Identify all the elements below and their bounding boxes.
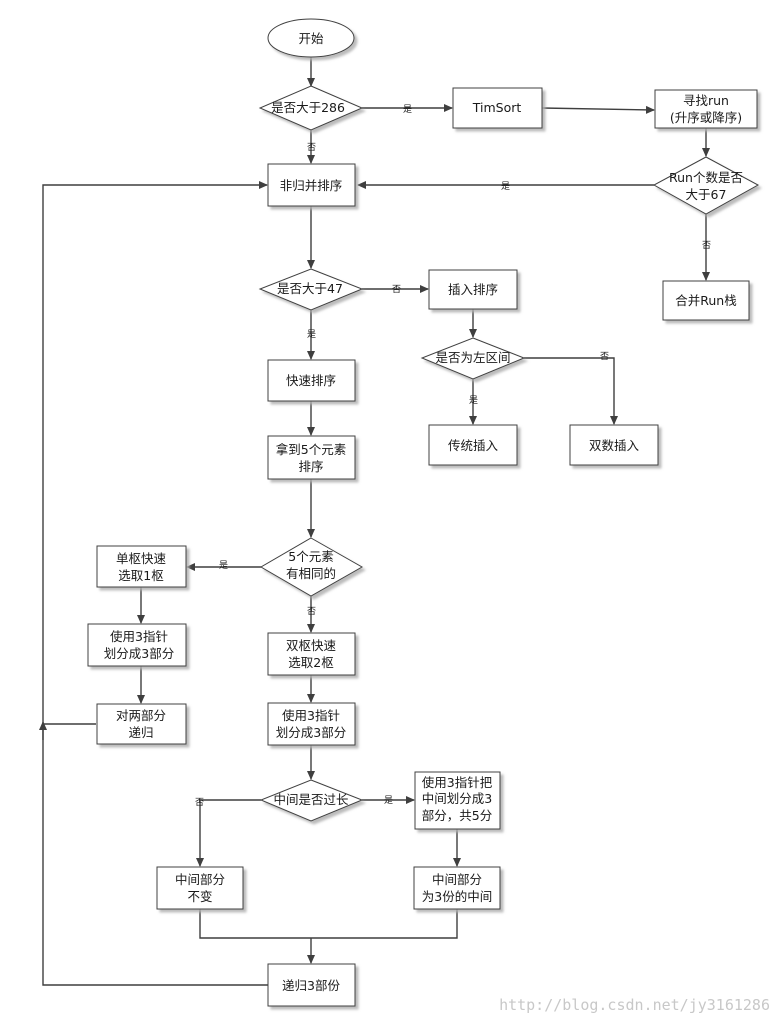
- label-run67-yes: 是: [501, 181, 510, 192]
- node-timsort-label: TimSort: [472, 100, 522, 115]
- node-single-pivot-line2: 选取1枢: [118, 568, 163, 583]
- node-recurse-two[interactable]: 对两部分 递归: [96, 703, 187, 745]
- node-insertion-label: 插入排序: [448, 282, 498, 297]
- node-timsort[interactable]: TimSort: [452, 87, 543, 129]
- watermark-text: http://blog.csdn.net/jy3161286: [499, 996, 770, 1014]
- label-isleft-yes: 是: [469, 395, 478, 406]
- node-gt47-label: 是否大于47: [277, 281, 343, 296]
- node-is-left-label: 是否为左区间: [435, 350, 510, 365]
- node-mid-too-long-label: 中间是否过长: [273, 792, 349, 807]
- node-split-mid-line1: 使用3指针把: [422, 775, 493, 790]
- node-find-run-line1: 寻找run: [683, 93, 729, 108]
- label-same5-yes: 是: [219, 560, 228, 571]
- edge-labels: 是 否 否 是 否 是 是 否 是 否 是 否: [195, 104, 711, 808]
- node-three-ptr-left[interactable]: 使用3指针 划分成3部分: [87, 623, 187, 667]
- node-split-mid-line3: 部分，共5分: [422, 808, 492, 823]
- node-quicksort-label: 快速排序: [286, 373, 336, 388]
- node-recurse-three-label: 递归3部份: [282, 978, 340, 993]
- edge-midlong-unchanged: [196, 799, 261, 867]
- node-split-mid[interactable]: 使用3指针把 中间划分成3 部分，共5分: [414, 771, 501, 830]
- label-gt286-yes: 是: [403, 104, 412, 115]
- node-insertion[interactable]: 插入排序: [428, 269, 518, 310]
- node-trad-insert-label: 传统插入: [448, 438, 499, 453]
- node-three-ptr-left-line2: 划分成3部分: [104, 646, 174, 661]
- node-run-gt67-line2: 大于67: [686, 187, 727, 202]
- edge-timsort-findrun: [541, 105, 655, 114]
- node-mid-too-long[interactable]: 中间是否过长: [259, 779, 364, 822]
- node-pair-insert[interactable]: 双数插入: [569, 424, 659, 466]
- node-gt286[interactable]: 是否大于286: [258, 85, 364, 131]
- edges: [39, 57, 710, 986]
- label-mid-no: 否: [195, 797, 204, 808]
- label-run67-no: 否: [702, 240, 711, 251]
- node-same5[interactable]: 5个元素 有相同的: [260, 537, 364, 597]
- node-single-pivot-line1: 单枢快速: [116, 551, 167, 566]
- nodes: 开始 是否大于286 TimSort 寻找run (升序或降序) Run个数是否…: [87, 18, 760, 1007]
- node-dual-pivot[interactable]: 双枢快速 选取2枢: [267, 632, 356, 676]
- node-recurse-two-line1: 对两部分: [116, 708, 166, 723]
- node-mid-of-three[interactable]: 中间部分 为3份的中间: [413, 866, 501, 910]
- label-gt47-no: 否: [392, 284, 401, 295]
- node-take5[interactable]: 拿到5个元素 排序: [267, 435, 356, 480]
- node-mid-of-three-line2: 为3份的中间: [422, 889, 492, 904]
- node-three-ptr-mid[interactable]: 使用3指针 划分成3部分: [267, 702, 356, 746]
- label-gt286-no: 否: [307, 142, 316, 153]
- node-three-ptr-mid-line2: 划分成3部分: [276, 725, 346, 740]
- node-merge-run[interactable]: 合并Run栈: [662, 280, 750, 321]
- node-gt47[interactable]: 是否大于47: [258, 268, 364, 311]
- node-is-left[interactable]: 是否为左区间: [420, 337, 526, 380]
- node-take5-line1: 拿到5个元素: [276, 442, 346, 457]
- node-single-pivot[interactable]: 单枢快速 选取1枢: [96, 545, 187, 588]
- node-run-gt67-line1: Run个数是否: [669, 170, 743, 185]
- node-dual-pivot-line1: 双枢快速: [286, 638, 337, 653]
- node-find-run[interactable]: 寻找run (升序或降序): [654, 89, 758, 129]
- node-merge-run-label: 合并Run栈: [675, 293, 736, 308]
- node-non-merge-label: 非归并排序: [280, 178, 343, 193]
- node-mid-unchanged-line1: 中间部分: [175, 872, 225, 887]
- node-mid-of-three-line1: 中间部分: [432, 872, 482, 887]
- label-mid-yes: 是: [384, 795, 393, 806]
- node-gt286-label: 是否大于286: [271, 100, 345, 115]
- node-three-ptr-mid-line1: 使用3指针: [282, 708, 340, 723]
- edge-isleft-pair: [524, 357, 618, 425]
- node-trad-insert[interactable]: 传统插入: [428, 424, 518, 466]
- node-start-label: 开始: [298, 31, 324, 46]
- label-isleft-no: 否: [600, 351, 609, 362]
- label-gt47-yes: 是: [307, 329, 316, 340]
- node-run-gt67[interactable]: Run个数是否 大于67: [652, 156, 760, 215]
- node-quicksort[interactable]: 快速排序: [267, 359, 356, 402]
- node-dual-pivot-line2: 选取2枢: [288, 655, 333, 670]
- node-same5-line2: 有相同的: [286, 566, 336, 581]
- node-pair-insert-label: 双数插入: [589, 438, 640, 453]
- node-recurse-two-line2: 递归: [128, 725, 153, 740]
- node-mid-unchanged[interactable]: 中间部分 不变: [156, 866, 244, 910]
- node-find-run-line2: (升序或降序): [670, 110, 742, 125]
- node-non-merge[interactable]: 非归并排序: [267, 163, 356, 207]
- edge-merge-to-recurse3: [199, 909, 458, 939]
- node-split-mid-line2: 中间划分成3: [422, 791, 492, 806]
- edge-recurse3-loop: [42, 181, 268, 986]
- node-recurse-three[interactable]: 递归3部份: [267, 963, 356, 1007]
- edge-recurse2-loop: [42, 723, 96, 727]
- node-take5-line2: 排序: [298, 459, 323, 474]
- node-same5-line1: 5个元素: [288, 549, 333, 564]
- node-three-ptr-left-line1: 使用3指针: [110, 629, 168, 644]
- label-same5-no: 否: [307, 606, 316, 617]
- node-mid-unchanged-line2: 不变: [187, 889, 212, 904]
- node-start[interactable]: 开始: [267, 18, 355, 58]
